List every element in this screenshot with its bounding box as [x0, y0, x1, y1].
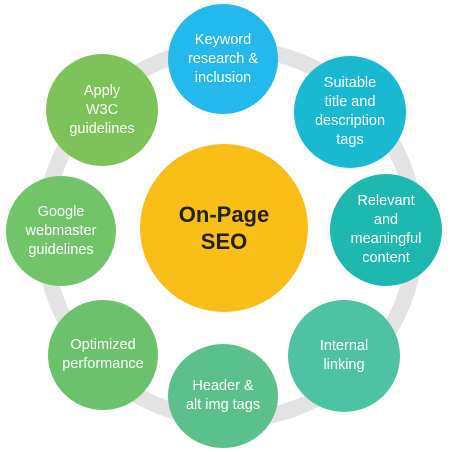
- node-header-alt-tags: Header & alt img tags: [168, 344, 278, 448]
- node-internal-linking: Internal linking: [288, 300, 400, 412]
- center-label: On-Page SEO: [178, 202, 270, 254]
- node-keyword-research: Keyword research & inclusion: [168, 4, 278, 114]
- node-google-webmaster: Google webmaster guidelines: [6, 176, 116, 286]
- node-label: Optimized performance: [62, 337, 144, 372]
- node-optimized-performance: Optimized performance: [48, 300, 158, 410]
- center-circle: On-Page SEO: [140, 144, 308, 312]
- node-label: Relevant and meaningful content: [350, 193, 422, 266]
- node-label: Google webmaster guidelines: [25, 203, 97, 258]
- node-label: Keyword research & inclusion: [187, 31, 259, 86]
- node-label: Header & alt img tags: [185, 378, 261, 413]
- node-label: Apply W3C guidelines: [69, 82, 135, 137]
- node-title-description-tags: Suitable title and description tags: [294, 56, 406, 168]
- node-label: Suitable title and description tags: [314, 75, 386, 148]
- node-relevant-content: Relevant and meaningful content: [330, 174, 442, 286]
- node-label: Internal linking: [319, 338, 369, 373]
- node-w3c-guidelines: Apply W3C guidelines: [46, 54, 158, 166]
